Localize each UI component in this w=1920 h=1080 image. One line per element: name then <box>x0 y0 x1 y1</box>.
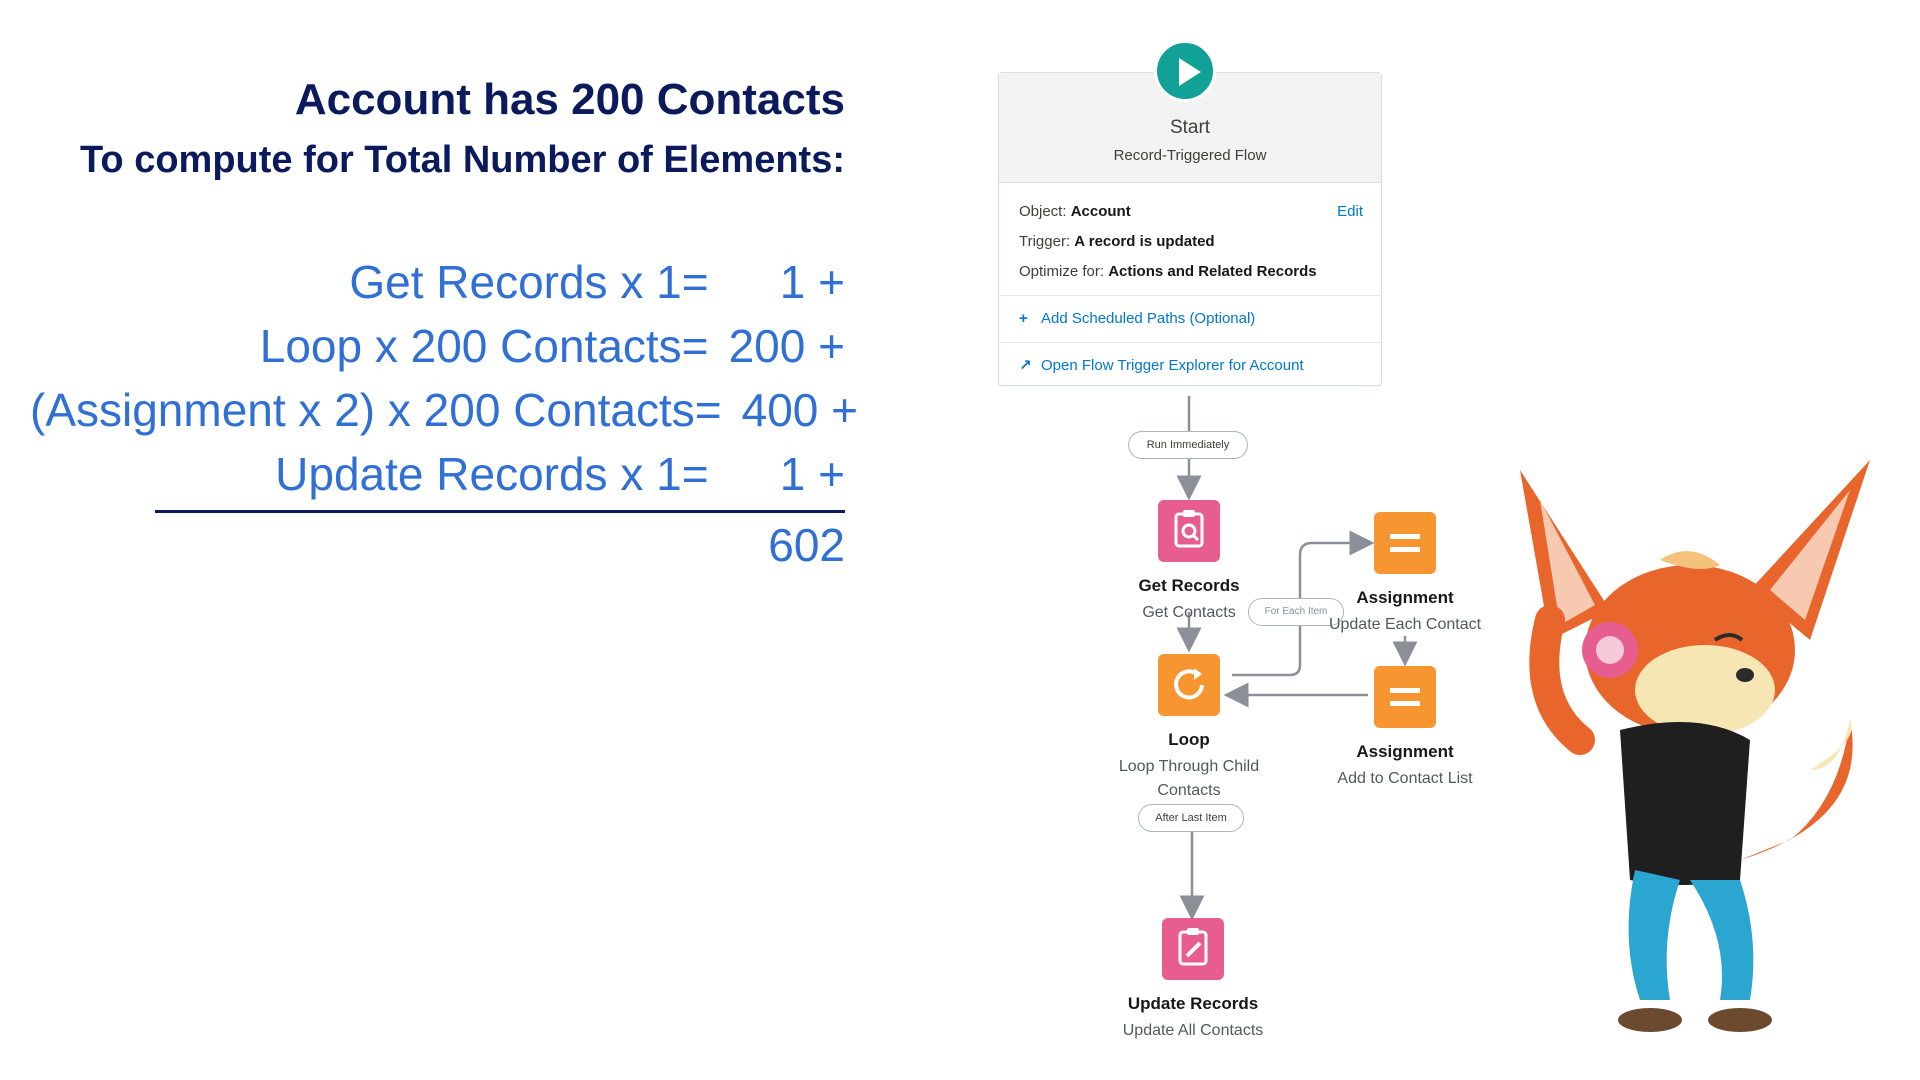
calc-row-label: Get Records x 1= <box>349 256 709 308</box>
calc-subheading: To compute for Total Number of Elements: <box>80 139 845 181</box>
calc-row-op: + <box>818 448 845 500</box>
loop-title: Loop <box>1168 730 1210 749</box>
calc-row-label: Loop x 200 Contacts= <box>259 320 709 372</box>
open-trigger-explorer-link[interactable]: ↗ Open Flow Trigger Explorer for Account <box>999 343 1381 389</box>
start-properties: Object: Account Trigger: A record is upd… <box>999 183 1381 296</box>
object-row: Object: Account <box>1019 197 1361 227</box>
sum-divider <box>155 510 845 513</box>
get-records-title: Get Records <box>1138 576 1240 595</box>
element-count-calculation: Account has 200 Contacts To compute for … <box>30 70 858 577</box>
trigger-label: Trigger: <box>1019 233 1071 250</box>
trigger-row: Trigger: A record is updated <box>1019 227 1361 257</box>
assignment-icon[interactable] <box>1374 512 1436 574</box>
plus-icon: + <box>1019 310 1028 327</box>
for-each-item-label: For Each Item <box>1248 598 1344 626</box>
add-scheduled-paths-link[interactable]: + Add Scheduled Paths (Optional) <box>999 296 1381 343</box>
calc-row-update-records: Update Records x 1= 1 + <box>30 442 845 506</box>
assignment-2-title: Assignment <box>1356 742 1454 761</box>
calc-heading: Account has 200 Contacts <box>294 75 845 124</box>
calc-row-value: 400 <box>741 384 819 436</box>
loop-subtitle: Loop Through Child Contacts <box>1089 755 1289 803</box>
object-value: Account <box>1070 203 1131 220</box>
explorer-link-label: Open Flow Trigger Explorer for Account <box>1041 357 1304 374</box>
assignment-1-title: Assignment <box>1356 588 1454 607</box>
assignment-2-subtitle: Add to Contact List <box>1337 770 1473 787</box>
start-subtitle: Record-Triggered Flow <box>1113 147 1267 164</box>
update-records-icon[interactable] <box>1162 918 1224 980</box>
assignment-1-subtitle: Update Each Contact <box>1328 616 1482 633</box>
loop-subtitle-line-1: Loop Through Child <box>1118 758 1260 775</box>
edit-link[interactable]: Edit <box>1337 203 1363 220</box>
play-icon[interactable] <box>1154 40 1216 102</box>
update-records-subtitle: Update All Contacts <box>1122 1022 1264 1039</box>
start-header: Start Record-Triggered Flow <box>999 73 1381 183</box>
calc-row-label: (Assignment x 2) x 200 Contacts= <box>30 384 722 436</box>
external-link-icon: ↗ <box>1019 357 1032 374</box>
calc-row-op: + <box>831 384 859 436</box>
loop-icon[interactable] <box>1158 654 1220 716</box>
assignment-icon[interactable] <box>1374 666 1436 728</box>
get-records-icon[interactable] <box>1158 500 1220 562</box>
calc-row-assignment: (Assignment x 2) x 200 Contacts= 400 + <box>30 378 858 442</box>
calc-rows: Get Records x 1= 1 + Loop x 200 Contacts… <box>30 250 858 506</box>
fox-mascot <box>1520 460 1870 1032</box>
start-title: Start <box>1169 117 1211 138</box>
scheduled-link-label: Add Scheduled Paths (Optional) <box>1041 310 1256 327</box>
optimize-value: Actions and Related Records <box>1108 263 1317 280</box>
update-records-title: Update Records <box>1127 994 1259 1013</box>
calc-row-value: 1 <box>779 448 806 500</box>
calc-row-get-records: Get Records x 1= 1 + <box>30 250 845 314</box>
get-records-subtitle: Get Contacts <box>1142 604 1236 621</box>
optimize-row: Optimize for: Actions and Related Record… <box>1019 257 1361 287</box>
start-element-card[interactable]: Start Record-Triggered Flow Object: Acco… <box>998 72 1382 386</box>
calc-row-op: + <box>818 320 845 372</box>
calc-row-value: 200 <box>728 320 806 372</box>
trigger-value: A record is updated <box>1074 233 1215 250</box>
calc-row-label: Update Records x 1= <box>275 448 709 500</box>
calc-row-value: 1 <box>779 256 806 308</box>
loop-subtitle-line-2: Contacts <box>1157 782 1221 799</box>
object-label: Object: <box>1019 203 1067 220</box>
run-immediately-label: Run Immediately <box>1128 431 1248 459</box>
calc-row-loop: Loop x 200 Contacts= 200 + <box>30 314 845 378</box>
optimize-label: Optimize for: <box>1019 263 1105 280</box>
after-last-item-label: After Last Item <box>1138 804 1244 832</box>
calc-total: 602 <box>768 519 845 571</box>
calc-row-op: + <box>818 256 845 308</box>
